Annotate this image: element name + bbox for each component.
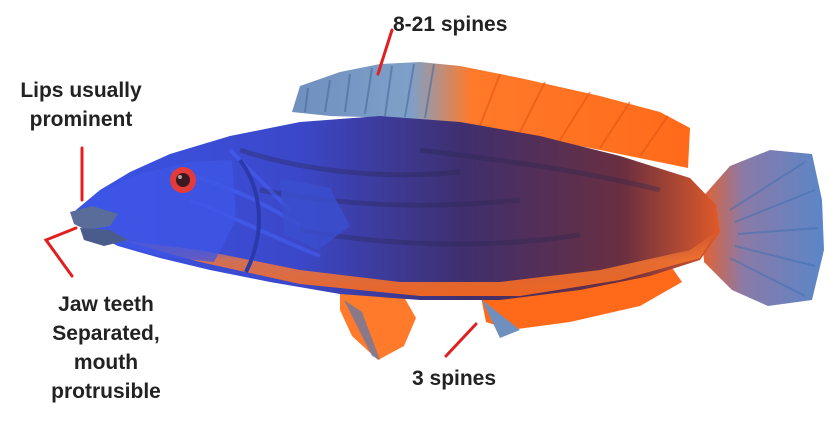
lips-label: Lips usually prominent [10, 76, 152, 134]
eye [170, 167, 196, 193]
jaw-leader [46, 228, 76, 276]
anal-spines-label: 3 spines [412, 364, 496, 393]
dorsal-spines-label: 8-21 spines [393, 10, 507, 39]
pelvic-fin [340, 290, 416, 360]
anal-spines-leader [446, 324, 476, 356]
jaw-label: Jaw teeth Separated, mouth protrusible [26, 290, 186, 406]
